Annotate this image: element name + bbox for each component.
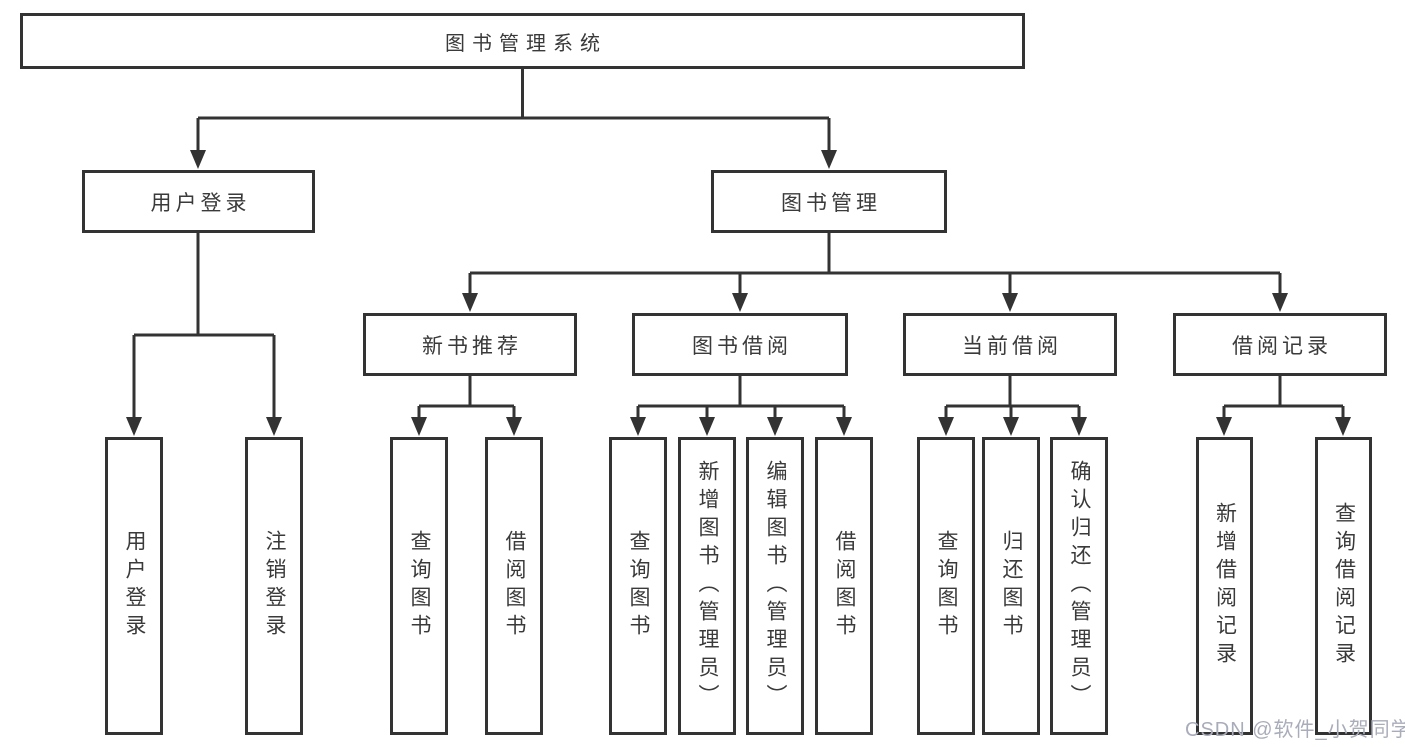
leaf-records-add-record-label: 新增借阅记录 — [1213, 502, 1237, 670]
leaf-borrow-borrow-book-label: 借阅图书 — [833, 530, 856, 642]
leaf-recommend-borrow-book: 借阅图书 — [485, 437, 543, 735]
leaf-current-confirm-return-admin: 确认归还（管理员） — [1050, 437, 1108, 735]
node-book-management: 图书管理 — [711, 170, 947, 233]
leaf-records-query-record-label: 查询借阅记录 — [1332, 502, 1356, 670]
node-book-borrow-label: 图书借阅 — [692, 334, 792, 358]
leaf-current-query-book-label: 查询图书 — [935, 530, 958, 642]
arrowhead-icons — [126, 150, 1351, 436]
node-borrow-records: 借阅记录 — [1173, 313, 1387, 376]
leaf-borrow-query-book-label: 查询图书 — [627, 530, 650, 642]
node-current-borrow-label: 当前借阅 — [962, 334, 1062, 358]
node-new-book-recommend: 新书推荐 — [363, 313, 577, 376]
watermark-text: CSDN @软件_小贺同学 — [1185, 719, 1405, 741]
leaf-user-login: 用户登录 — [105, 437, 163, 735]
leaf-current-return-book-label: 归还图书 — [1000, 530, 1023, 642]
node-current-borrow: 当前借阅 — [903, 313, 1117, 376]
leaf-borrow-add-book-admin-label: 新增图书（管理员） — [696, 460, 719, 712]
connector-lines — [132, 69, 1345, 421]
leaf-records-query-record: 查询借阅记录 — [1315, 437, 1372, 735]
leaf-recommend-query-book-label: 查询图书 — [408, 530, 431, 642]
node-borrow-records-label: 借阅记录 — [1232, 334, 1332, 358]
leaf-user-login-label: 用户登录 — [123, 530, 146, 642]
node-book-management-label: 图书管理 — [781, 191, 881, 215]
leaf-borrow-add-book-admin: 新增图书（管理员） — [678, 437, 736, 735]
node-book-borrow: 图书借阅 — [632, 313, 848, 376]
leaf-current-confirm-return-admin-label: 确认归还（管理员） — [1068, 460, 1091, 712]
leaf-current-return-book: 归还图书 — [982, 437, 1040, 735]
node-user-login-label: 用户登录 — [150, 191, 251, 215]
leaf-recommend-query-book: 查询图书 — [390, 437, 448, 735]
leaf-logout-label: 注销登录 — [263, 530, 286, 642]
node-user-login: 用户登录 — [82, 170, 315, 233]
leaf-borrow-borrow-book: 借阅图书 — [815, 437, 873, 735]
leaf-current-query-book: 查询图书 — [917, 437, 975, 735]
node-new-book-recommend-label: 新书推荐 — [422, 334, 522, 358]
node-root-system: 图书管理系统 — [20, 13, 1025, 69]
leaf-records-add-record: 新增借阅记录 — [1196, 437, 1253, 735]
node-root-label: 图书管理系统 — [445, 32, 607, 55]
leaf-logout: 注销登录 — [245, 437, 303, 735]
leaf-borrow-edit-book-admin-label: 编辑图书（管理员） — [764, 460, 787, 712]
leaf-borrow-query-book: 查询图书 — [609, 437, 667, 735]
leaf-borrow-edit-book-admin: 编辑图书（管理员） — [746, 437, 804, 735]
leaf-recommend-borrow-book-label: 借阅图书 — [503, 530, 526, 642]
